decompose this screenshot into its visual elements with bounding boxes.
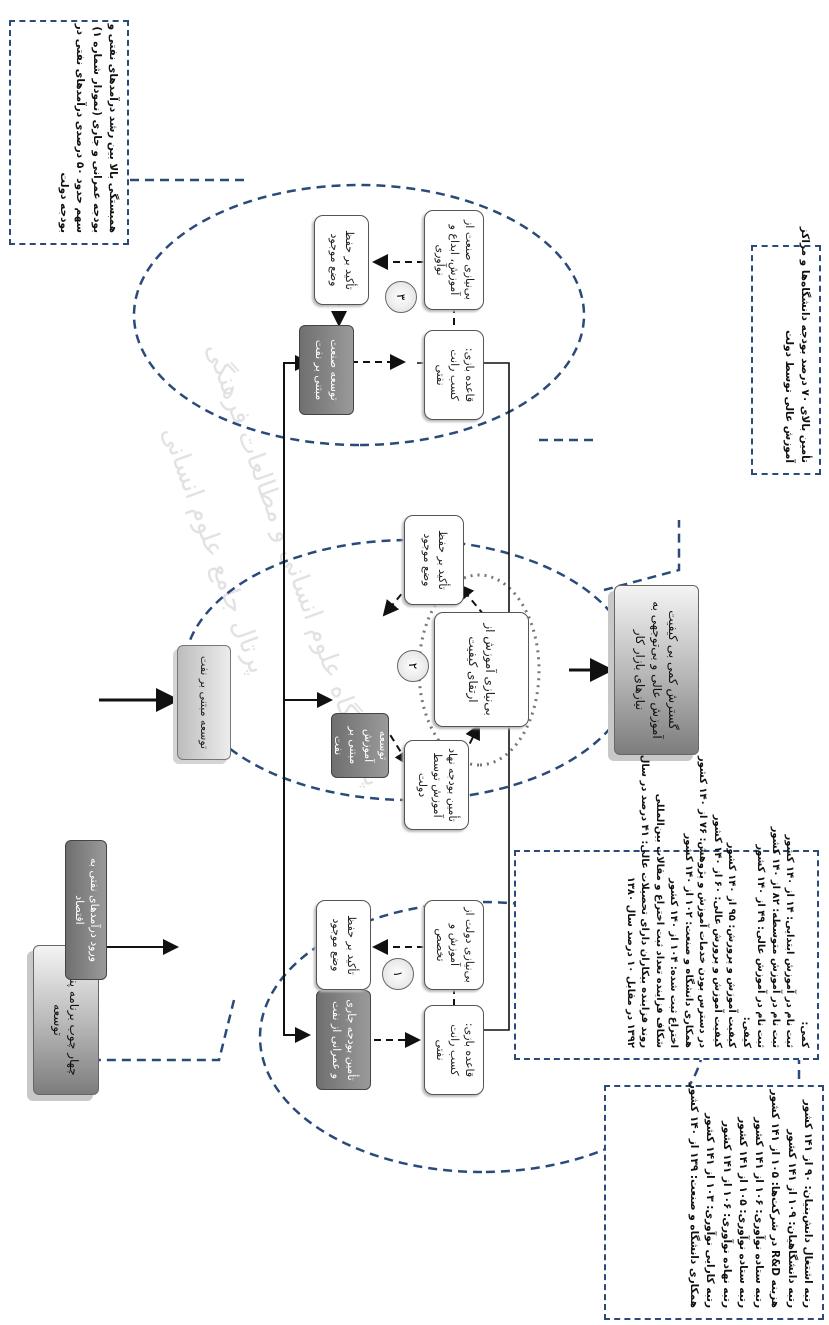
c2-cycle-2: [458, 723, 480, 766]
note-line: بودجه عمرانی و جاری (نمودار شماره ۱): [90, 26, 103, 233]
note-line: همکاری دانشگاه و صنعت: ۱۳۹ از ۱۴۰ کشور: [688, 1082, 701, 1308]
note-line: ثبت نام در آموزش ابتدایی: ۱۴ از ۱۴۰ کشور: [784, 834, 796, 1048]
c2-no-upgrade-box: بی‌نیازی آموزش از ارتقای کیفیت: [434, 612, 529, 727]
note-line: ۱۳۹۲ در مقابل ۱۰ درصد سال ۱۳۸۰: [625, 876, 636, 1048]
note-line: رتبه ستاده نوآوری: ۱۰۵ از ۱۴۱ کشور: [736, 1117, 749, 1308]
note-line: ثبت نام در آموزش عالی: ۴۹ از ۱۴۰ کشور: [755, 844, 767, 1048]
note-bottom-right: تأمین بالای ۷۰ درصد بودجه دانشگاه‌ها و م…: [751, 226, 821, 475]
c1-budget-box: تأمین بودجه جاری و عمرانی از نفت: [316, 990, 371, 1090]
note-line: بودجه دولت: [58, 172, 71, 233]
note-line: رتبه دانشگاهیان: ۱۰۹ از ۱۴۱ کشور: [785, 1129, 798, 1308]
c3-number: ۳: [385, 281, 417, 313]
note-line: ثبت نام در آموزش متوسطه: ۸۲ از ۱۴۰ کشور: [770, 826, 781, 1048]
note-line: روند فزاینده بیکاران دارای تحصیلات عالی:…: [639, 754, 651, 1048]
c2-center-box: توسعه آموزش مبتنی بر نفت: [331, 713, 390, 778]
cluster-3-ellipse: [258, 900, 706, 1174]
note-line: در دسترس بودن خدمات آموزش و پژوهش: ۷۶ از…: [697, 755, 709, 1048]
c2-cycle-3: [457, 583, 485, 616]
note-line: کیفی:: [741, 1016, 752, 1048]
outcome-box: گسترش کمی بی کیفیت آموزش عالی و بی‌توجهی…: [614, 585, 699, 755]
note-line: سهم حدود ۵۰ درصدی درآمدهای نفتی در: [74, 23, 87, 233]
note-line: تأمین بالای ۷۰ درصد بودجه دانشگاه‌ها و م…: [799, 226, 811, 463]
note-line: کیفیت آموزش و پرورش عالی: ۶۰ از ۱۴۰ کشور: [712, 814, 723, 1048]
note-line: رتبه کارایی نوآوری: ۱۰۳ از ۱۴۱ کشور: [704, 1113, 717, 1308]
oil-revenue-entry-box: ورود درآمدهای نفتی به اقتصاد: [65, 840, 107, 980]
note-top-left: رتبه اشتغال دانش‌بنیان: ۹۰ از ۱۴۱ کشور ر…: [604, 1082, 824, 1320]
note-top-right: کمی: ثبت نام در آموزش ابتدایی: ۱۴ از ۱۴۰…: [514, 754, 819, 1060]
c3-status-quo-box: تأکید بر حفظ وضع موجود: [314, 215, 369, 305]
note-line: کیفیت آموزش و پرورش: ۹۵ از ۱۴۰ کشور: [726, 842, 738, 1048]
note-bottom-left: همبستگی بالا بین رشد درآمدهای نفتی و بود…: [9, 20, 129, 245]
c1-rule-box: قاعده بازی: کسب رانت نفتی: [424, 1005, 484, 1095]
c3-rule-box: قاعده بازی: کسب رانت نفتی: [424, 330, 484, 420]
note-line: رتبه ستاده نوآوری: ۱۰۶ از ۱۴۱ کشور: [753, 1117, 766, 1308]
c3-need-box: بی‌نیازی صنعت از آموزش، ابداع و نوآوری: [424, 210, 484, 310]
note-line: اختراع ثبت شده: ۱۰۴ از ۱۴۰ کشور: [668, 878, 680, 1048]
c1-status-quo-box: تأکید بر حفظ وضع موجود: [316, 900, 371, 990]
focus-dotted-ellipse: [417, 573, 541, 767]
leader-top-right: [59, 999, 236, 1062]
note-line: رتبه نهاده نوآوری: ۱۰۶ از ۱۴۱ کشور: [720, 1120, 733, 1308]
note-line: آموزش عالی توسط دولت: [782, 330, 795, 463]
arrow-dev-to-c1: [283, 700, 311, 1043]
c3-industry-box: توسعه صنعت مبتنی بر نفت: [299, 325, 354, 415]
note-line: همکاری دانشگاه و صنعت: ۱۰۲ از ۱۴۰ کشور: [683, 833, 694, 1049]
note-line: کمی:: [799, 1021, 810, 1048]
c2-number: ۲: [397, 650, 429, 682]
c2-status-quo-box: تأکید بر حفظ وضع موجود: [404, 515, 464, 605]
note-line: رتبه اشتغال دانش‌بنیان: ۹۰ از ۱۴۱ کشور: [802, 1099, 814, 1308]
note-line: هزینه R&D در شرکت‌ها: ۱۰۵ از ۱۴۱ کشور: [769, 1089, 782, 1308]
c2-funding-box: تأمین بودجه نهاد آموزش توسط دولت: [404, 740, 469, 830]
oil-based-development-box: توسعه مبتنی بر نفت: [177, 645, 231, 760]
cluster-1-ellipse: [132, 183, 586, 447]
note-line: شکاف فزاینده تعداد ثبت اختراع و مقالات ب…: [654, 793, 665, 1048]
note-line: همبستگی بالا بین رشد درآمدهای نفتی و: [107, 23, 119, 233]
leader-bottom-right: [603, 520, 681, 592]
c1-need-box: بی‌نیازی دولت از آموزش و تخصص: [424, 900, 484, 990]
c1-number: ۱: [382, 958, 414, 990]
